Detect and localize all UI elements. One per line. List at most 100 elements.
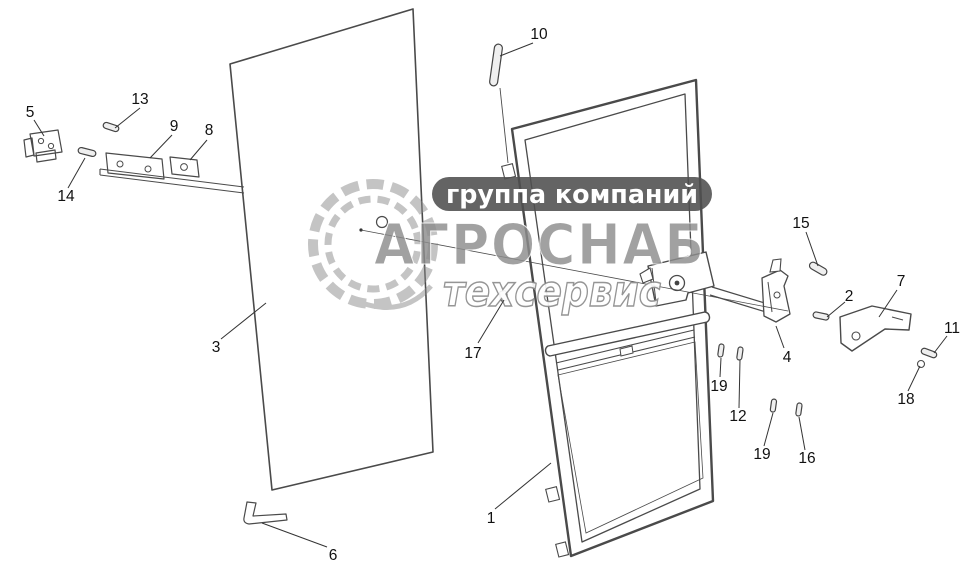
part-18-washer bbox=[916, 359, 926, 369]
part-4-top-tab bbox=[769, 258, 782, 273]
part-label-4: 4 bbox=[783, 349, 792, 366]
door-hinge-tab-top bbox=[501, 163, 517, 180]
part-17-bolt bbox=[498, 290, 509, 302]
leader-12 bbox=[738, 359, 741, 409]
part-label-1: 1 bbox=[487, 510, 496, 527]
part-8-plate bbox=[169, 156, 200, 178]
leader-15 bbox=[805, 231, 819, 267]
pin-axis-line bbox=[499, 87, 509, 164]
hinge-pivot-pin bbox=[674, 280, 680, 286]
part-label-13: 13 bbox=[131, 91, 148, 108]
hinge-arm bbox=[709, 286, 769, 313]
part-label-3: 3 bbox=[212, 339, 221, 356]
leader-6 bbox=[261, 522, 328, 548]
watermark-pill bbox=[432, 177, 712, 211]
leader-1 bbox=[494, 462, 552, 510]
watermark: группа компаний АГРОСНАБ техсервис bbox=[308, 177, 712, 318]
part-12-screw bbox=[736, 346, 744, 361]
glass-panel-outline bbox=[229, 8, 434, 491]
part-11-pin bbox=[920, 347, 938, 359]
door-hinge-tab-bottom bbox=[545, 486, 561, 503]
part-label-8: 8 bbox=[205, 122, 214, 139]
part-label-11: 11 bbox=[944, 320, 960, 337]
part-label-9: 9 bbox=[170, 118, 179, 135]
part-label-19b: 19 bbox=[753, 446, 770, 463]
grab-handle-bar bbox=[544, 311, 711, 357]
upper-bracket-assembly bbox=[23, 121, 245, 194]
part-5-hole-a bbox=[37, 137, 45, 145]
part-label-18: 18 bbox=[897, 391, 914, 408]
part-label-6: 6 bbox=[329, 547, 338, 564]
leader-18 bbox=[907, 365, 921, 392]
leader-14 bbox=[67, 157, 86, 189]
right-fasteners bbox=[717, 261, 938, 417]
alignment-axis-line bbox=[360, 229, 789, 312]
hinge-bracket-rib bbox=[651, 267, 657, 303]
wreath-inner-leaves bbox=[324, 195, 422, 293]
part-7-bracket bbox=[839, 305, 912, 352]
leader-4 bbox=[775, 325, 785, 349]
wreath-outer-leaves bbox=[308, 179, 438, 309]
part-label-2: 2 bbox=[845, 288, 854, 305]
part-label-19a: 19 bbox=[710, 378, 727, 395]
door-foot-tab bbox=[555, 541, 570, 558]
leader-16 bbox=[798, 416, 806, 451]
leader-7 bbox=[878, 289, 898, 318]
part-16-screw bbox=[795, 402, 803, 417]
part-label-12: 12 bbox=[729, 408, 746, 425]
wreath-stem bbox=[364, 284, 433, 310]
part-19-screw-b bbox=[769, 398, 778, 413]
watermark-division: техсервис bbox=[443, 267, 661, 317]
door-lower-panel-line bbox=[557, 341, 704, 534]
part-15-pin bbox=[808, 261, 828, 276]
part-13-pin bbox=[102, 121, 120, 133]
part-labels: 5 13 9 8 14 3 6 10 17 1 15 2 7 11 18 4 1… bbox=[26, 26, 960, 564]
part-19-screw-a bbox=[717, 343, 725, 358]
part-6-bracket bbox=[243, 501, 288, 525]
part-label-17: 17 bbox=[464, 345, 481, 362]
part-label-15: 15 bbox=[792, 215, 809, 232]
hinge-assembly bbox=[639, 251, 791, 323]
part-10-pin bbox=[489, 43, 503, 87]
leader-17 bbox=[477, 299, 505, 344]
part-2-pin bbox=[812, 311, 830, 321]
part-4-hole bbox=[773, 291, 781, 299]
part-label-14: 14 bbox=[57, 188, 75, 205]
leader-19a bbox=[719, 357, 722, 378]
part-label-10: 10 bbox=[530, 26, 548, 43]
part-5-hole-b bbox=[47, 142, 55, 150]
part-9-plate bbox=[105, 152, 165, 180]
part-7-hole bbox=[851, 331, 861, 341]
mount-rail-strip bbox=[99, 168, 245, 194]
handle-mount-bracket bbox=[619, 345, 634, 357]
leader-8 bbox=[189, 139, 208, 161]
leader-lines bbox=[33, 42, 948, 548]
leader-5 bbox=[33, 119, 45, 137]
leader-3 bbox=[220, 302, 267, 340]
part-label-5: 5 bbox=[26, 104, 35, 121]
part-label-7: 7 bbox=[897, 273, 906, 290]
laurel-wreath-logo bbox=[308, 179, 438, 310]
part-7-slot bbox=[891, 316, 904, 321]
part-9-hole-b bbox=[144, 165, 152, 173]
leader-2 bbox=[826, 301, 846, 318]
watermark-brand: АГРОСНАБ bbox=[374, 213, 706, 278]
part-4-hinge-plate bbox=[761, 269, 791, 323]
leader-10 bbox=[499, 42, 534, 57]
part-14-pin bbox=[77, 146, 97, 158]
part-label-16: 16 bbox=[798, 450, 815, 467]
part-3-glass-panel bbox=[229, 8, 434, 491]
panel-pivot-hole bbox=[375, 215, 389, 229]
handle-tube bbox=[544, 311, 711, 357]
leader-11 bbox=[933, 335, 948, 354]
part-9-hole-a bbox=[116, 160, 124, 168]
door-inner-frame bbox=[524, 93, 701, 543]
leader-13 bbox=[114, 107, 141, 129]
part-4-rib bbox=[767, 281, 773, 313]
leader-9 bbox=[149, 134, 173, 159]
part-10-pin-group bbox=[489, 43, 509, 164]
watermark-company-type: группа компаний bbox=[446, 180, 698, 210]
part-8-hole bbox=[180, 163, 188, 171]
